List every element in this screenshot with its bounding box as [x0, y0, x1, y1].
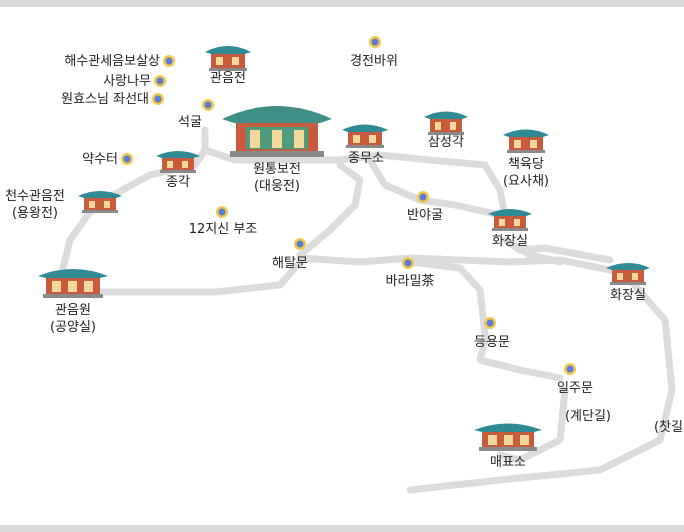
top-border	[0, 0, 684, 7]
label-wontong: 원통보전	[253, 162, 301, 177]
lotus-icon[interactable]	[401, 256, 415, 270]
lotus-icon[interactable]	[293, 237, 307, 251]
label-hwajang1: 화장실	[492, 234, 528, 249]
label-cheonsu-sub: (용왕전)	[11, 206, 59, 221]
label-wonhyo: 원효스님 좌선대	[61, 92, 149, 107]
label-deungyong: 등용문	[474, 335, 510, 350]
label-gwaneumwon-sub: (공양실)	[49, 320, 97, 335]
label-wontong-sub: (대웅전)	[253, 179, 301, 194]
building-hwajang2[interactable]	[606, 260, 650, 286]
label-baramil: 바라밀茶	[385, 274, 435, 289]
path-daeung-haetal	[296, 161, 364, 259]
label-jonggak: 종각	[166, 175, 190, 190]
path-gwaneumwon-haetal	[96, 258, 304, 296]
label-cheonsu: 천수관음전	[5, 189, 65, 204]
lotus-icon[interactable]	[120, 152, 134, 166]
lotus-icon[interactable]	[215, 205, 229, 219]
lotus-icon[interactable]	[416, 190, 430, 204]
lotus-icon[interactable]	[153, 74, 167, 88]
building-cheonsu[interactable]	[78, 188, 122, 214]
label-chaekyuk: 책육당	[508, 157, 544, 172]
label-jongmuso: 종무소	[348, 151, 384, 166]
lotus-icon[interactable]	[201, 98, 215, 112]
building-chaekyuk[interactable]	[503, 126, 549, 154]
label-chaekyuk-sub: (요사채)	[502, 174, 550, 189]
building-gwaneumwon[interactable]	[38, 265, 108, 299]
lotus-icon[interactable]	[368, 35, 382, 49]
building-gwaneumjeon[interactable]	[205, 42, 251, 72]
label-gwaneumjeon: 관음전	[210, 71, 246, 86]
lotus-icon[interactable]	[483, 316, 497, 330]
building-wontong[interactable]	[222, 97, 332, 159]
label-maepyoso: 매표소	[490, 455, 526, 470]
label-hwajang2: 화장실	[610, 288, 646, 303]
path-baramil-deung	[406, 258, 489, 339]
label-haetal: 해탈문	[272, 256, 308, 271]
label-iljumun: 일주문	[557, 381, 593, 396]
label-gyeongjeon: 경전바위	[350, 54, 398, 69]
label-gwaneumwon: 관음원	[55, 303, 91, 318]
building-hwajang1[interactable]	[488, 206, 532, 232]
lotus-icon[interactable]	[151, 92, 165, 106]
building-maepyoso[interactable]	[474, 420, 542, 452]
bottom-border	[0, 525, 684, 532]
label-banyagul: 반야굴	[407, 208, 443, 223]
label-sibiji: 12지신 부조	[188, 222, 258, 237]
lotus-icon[interactable]	[162, 54, 176, 68]
path-east-loop	[406, 276, 676, 494]
label-yaksuteo: 약수터	[82, 152, 118, 167]
label-gyedan: (계단길)	[564, 409, 612, 424]
label-seokgul: 석굴	[178, 115, 202, 130]
path-hwajang-link2	[501, 236, 614, 264]
building-samseong[interactable]	[424, 108, 468, 136]
building-jongmuso[interactable]	[342, 121, 388, 149]
label-sarang: 사랑나무	[103, 74, 151, 89]
label-haesu: 해수관세음보살상	[64, 54, 160, 69]
path-iljumun-maepyo	[496, 386, 569, 464]
label-chatgil: (찻길	[654, 420, 683, 435]
label-samseong: 삼성각	[428, 135, 464, 150]
path-deung-iljumun	[476, 336, 564, 382]
lotus-icon[interactable]	[563, 362, 577, 376]
path-main-west	[56, 146, 209, 284]
path-center-east	[201, 146, 509, 219]
building-jonggak[interactable]	[156, 148, 200, 174]
